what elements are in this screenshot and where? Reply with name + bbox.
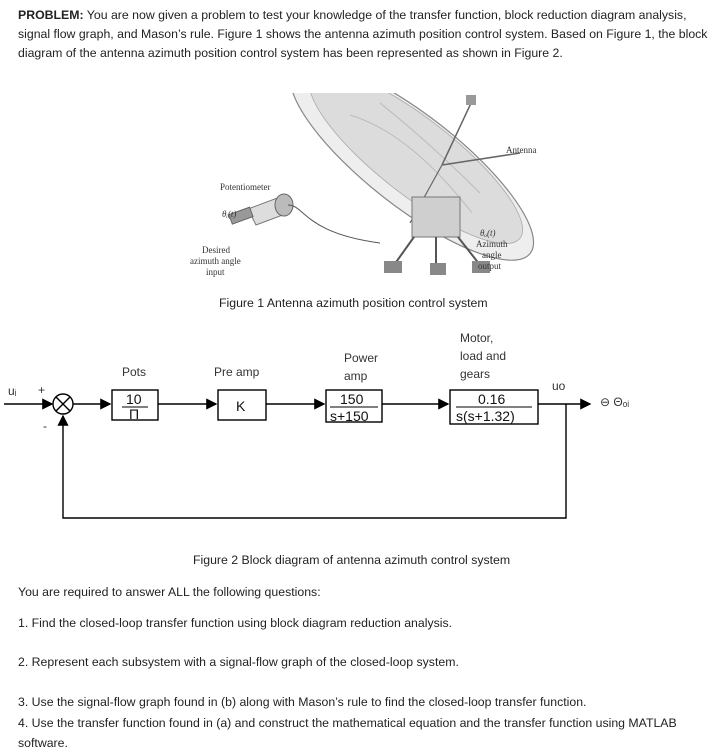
potentiometer-label: Potentiometer bbox=[220, 182, 271, 192]
desired-label-2: azimuth angle bbox=[190, 256, 241, 266]
azimuth-label-1: Azimuth bbox=[476, 239, 508, 249]
antenna-base bbox=[384, 196, 490, 275]
block-diagram: uᵢ + - Pots 10 Π Pre amp K Power amp 150… bbox=[4, 331, 629, 519]
motor-title-1: Motor, bbox=[460, 331, 493, 345]
theta-o-label: θₒ(t) bbox=[480, 228, 496, 238]
desired-label-3: input bbox=[206, 267, 225, 277]
input-label: uᵢ bbox=[8, 384, 17, 398]
motor-title-3: gears bbox=[460, 367, 490, 381]
power-amp-numerator: 150 bbox=[340, 391, 364, 407]
azimuth-label-2: angle bbox=[482, 250, 502, 260]
power-amp-title-2: amp bbox=[344, 369, 368, 383]
motor-title-2: load and bbox=[460, 349, 506, 363]
pots-numerator: 10 bbox=[126, 391, 142, 407]
pots-block bbox=[111, 389, 159, 421]
desired-label-1: Desired bbox=[202, 245, 230, 255]
antenna-label: Antenna bbox=[506, 145, 537, 155]
summing-junction bbox=[52, 393, 74, 415]
power-amp-denominator: s+150 bbox=[330, 408, 369, 424]
motor-numerator: 0.16 bbox=[478, 391, 505, 407]
pots-title: Pots bbox=[122, 365, 146, 379]
question-2: 2. Represent each subsystem with a signa… bbox=[18, 655, 459, 669]
preamp-block bbox=[217, 389, 267, 421]
problem-text: You are now given a problem to test your… bbox=[18, 8, 708, 60]
output-extra: ⊖ Θₒᵢ bbox=[600, 395, 629, 409]
motor-denominator: s(s+1.32) bbox=[456, 408, 515, 424]
minus-sign: - bbox=[43, 419, 47, 433]
power-amp-block bbox=[325, 389, 383, 423]
preamp-gain: K bbox=[236, 398, 246, 414]
figure2-caption: Figure 2 Block diagram of antenna azimut… bbox=[193, 553, 511, 567]
azimuth-label-3: output bbox=[478, 261, 502, 271]
figure1-illustration: Antenna Potentiometer θᵢ(t) Desired azim… bbox=[190, 93, 537, 277]
question-3: 3. Use the signal-flow graph found in (b… bbox=[18, 695, 587, 709]
question-4: 4. Use the transfer function found in (a… bbox=[18, 716, 677, 750]
output-label: uo bbox=[552, 379, 566, 393]
instructions: You are required to answer ALL the follo… bbox=[18, 585, 321, 599]
figure1-caption: Figure 1 Antenna azimuth position contro… bbox=[219, 296, 488, 310]
potentiometer-device bbox=[228, 193, 381, 244]
antenna-dish bbox=[289, 93, 535, 261]
power-amp-title-1: Power bbox=[344, 351, 378, 365]
feedback-path bbox=[57, 404, 567, 519]
theta-i-label: θᵢ(t) bbox=[222, 209, 236, 219]
problem-label: PROBLEM: bbox=[18, 8, 84, 22]
pots-denominator: Π bbox=[129, 406, 139, 422]
question-1: 1. Find the closed-loop transfer functio… bbox=[18, 616, 453, 630]
problem-statement: PROBLEM: You are now given a problem to … bbox=[18, 6, 714, 63]
plus-sign: + bbox=[38, 383, 45, 397]
preamp-title: Pre amp bbox=[214, 365, 260, 379]
